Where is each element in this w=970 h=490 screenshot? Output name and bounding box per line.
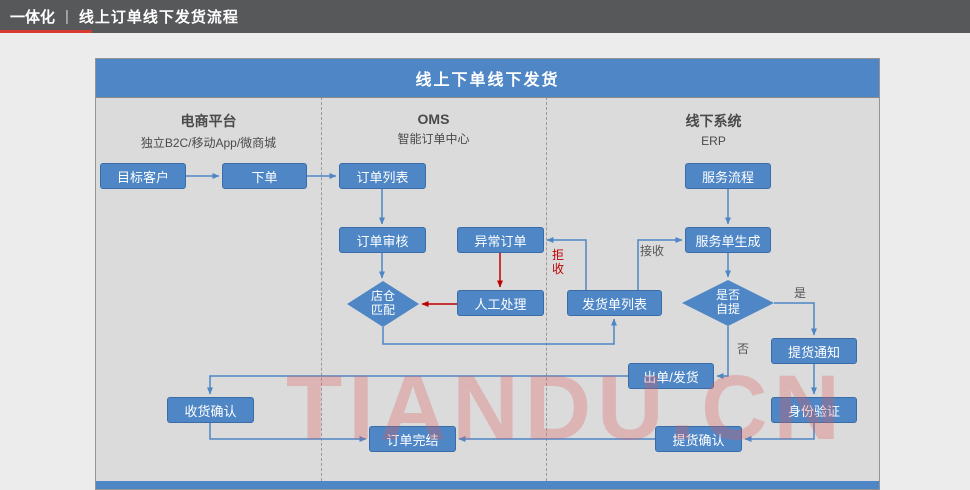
- node-service-order: 服务单生成: [685, 227, 771, 253]
- node-place-order: 下单: [222, 163, 307, 189]
- lane-title: 电商平台: [180, 113, 237, 129]
- lane-title: 线下系统: [685, 113, 742, 129]
- node-order-complete: 订单完结: [369, 426, 456, 452]
- brand-accent-underline: [0, 30, 92, 33]
- edge-receiptconfirm-to-complete: [209, 423, 367, 442]
- node-service-flow: 服务流程: [685, 163, 771, 189]
- node-pickup-confirm: 提货确认: [655, 426, 742, 452]
- node-issue-ship: 出单/发货: [628, 363, 714, 389]
- page-title: 线上订单线下发货流程: [78, 9, 239, 26]
- node-abnormal-order: 异常订单: [457, 227, 544, 253]
- edge-ship-to-receiptconfirm: [207, 375, 628, 395]
- lane-divider-1: [321, 97, 322, 481]
- edge-identity-to-pickupconfirm: [744, 423, 815, 442]
- flowchart-title: 线上下单线下发货: [96, 59, 879, 98]
- node-receipt-confirm: 收货确认: [167, 397, 254, 423]
- edge-label-no: 否: [737, 342, 750, 356]
- node-identity-verify: 身份验证: [771, 397, 857, 423]
- flowchart-bottom-accent: [96, 481, 879, 489]
- lane-oms: OMS 智能订单中心: [321, 111, 546, 147]
- node-order-review: 订单审核: [339, 227, 426, 253]
- flowchart-canvas: 线上下单线下发货 电商平台 独立B2C/移动App/微商城 OMS 智能订单中心…: [95, 58, 880, 490]
- lane-subtitle: ERP: [701, 134, 726, 148]
- edge-label-accept: 接收: [640, 244, 665, 258]
- decision-label: 是否自提: [715, 288, 740, 316]
- top-bar: 一体化 | 线上订单线下发货流程: [0, 0, 970, 33]
- brand-label: 一体化: [10, 9, 56, 26]
- edge-selfpickup-no-to-ship: [716, 326, 729, 379]
- lane-divider-2: [546, 97, 547, 481]
- edge-storematch-to-shippinglist: [382, 318, 617, 345]
- edge-label-reject: 拒收: [551, 248, 564, 276]
- lane-offline: 线下系统 ERP: [546, 111, 881, 148]
- edge-selfpickup-yes-to-notice: [774, 302, 817, 336]
- lane-ecommerce: 电商平台 独立B2C/移动App/微商城: [96, 111, 321, 151]
- title-separator: |: [65, 8, 69, 25]
- edge-shippinglist-accept-to-serviceorder: [637, 237, 683, 290]
- edge-label-yes: 是: [794, 286, 807, 300]
- node-pickup-notice: 提货通知: [771, 338, 857, 364]
- node-target-customer: 目标客户: [100, 163, 186, 189]
- node-manual-handle: 人工处理: [457, 290, 544, 316]
- decision-label: 店仓匹配: [370, 289, 395, 317]
- lane-subtitle: 智能订单中心: [397, 132, 470, 146]
- edge-shippinglist-reject-to-abnormal: [546, 237, 587, 290]
- node-shipping-list: 发货单列表: [567, 290, 662, 316]
- node-order-list: 订单列表: [339, 163, 426, 189]
- connector-layer: [186, 173, 817, 442]
- lane-title: OMS: [417, 111, 450, 127]
- lane-subtitle: 独立B2C/移动App/微商城: [140, 136, 277, 150]
